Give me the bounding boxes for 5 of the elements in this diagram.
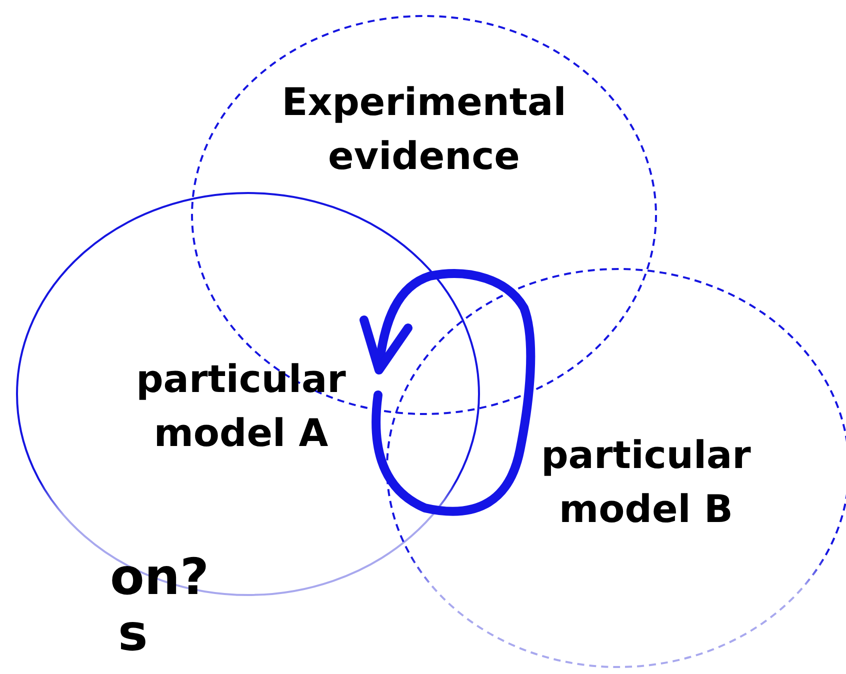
slide-text: on? <box>110 548 209 606</box>
slide-text: s <box>118 604 148 662</box>
region-label: particular model A <box>135 356 347 457</box>
region-label: particular model B <box>540 432 752 533</box>
region-label: Experimental evidence <box>280 79 568 180</box>
